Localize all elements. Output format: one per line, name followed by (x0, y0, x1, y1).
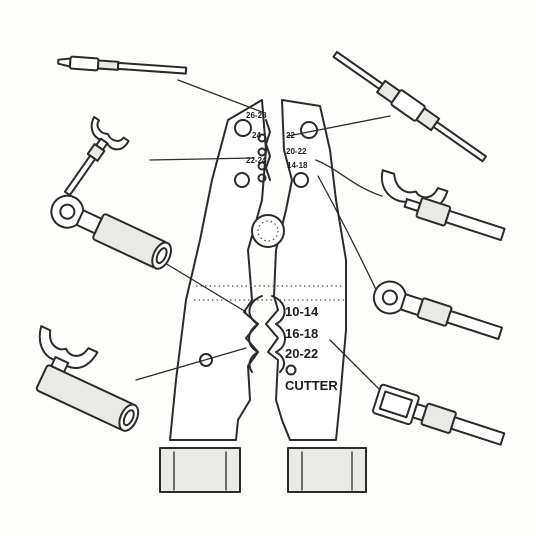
crimp-die-left (248, 295, 263, 373)
label-crimp-small: 26-28 (246, 111, 267, 120)
pivot-bolt (251, 214, 285, 248)
leader-ring-left (159, 259, 247, 313)
leader-spade-right (315, 159, 383, 197)
jaw-screw-right-top (300, 121, 318, 139)
left-grip (159, 447, 241, 493)
label-cutter: CUTTER (285, 378, 338, 393)
female-disconnect-terminal (372, 383, 506, 446)
label-crimp-d: 14-18 (287, 161, 308, 170)
label-crimp-c: 20-22 (286, 147, 307, 156)
crimping-pliers (159, 99, 367, 493)
pin-terminal (57, 55, 188, 75)
leader-butt-splice (287, 115, 391, 137)
right-grip (287, 447, 367, 493)
strip-hole-1 (257, 133, 267, 143)
label-die-small: 20-22 (285, 346, 318, 361)
label-die-large: 10-14 (285, 304, 319, 319)
jaw-screw-right-mid (293, 172, 309, 188)
label-crimp-b: 22 (286, 131, 295, 140)
label-crimp-e: 22-24 (246, 156, 267, 165)
pivot-bolt-ring (257, 220, 279, 242)
leader-ring-right (317, 175, 381, 299)
left-jaw (169, 99, 267, 441)
spade-terminal-right (380, 169, 506, 242)
label-crimp-a: 24 (252, 131, 261, 140)
grip-ribs (173, 451, 353, 491)
leader-small-spade (149, 157, 255, 161)
butt-splice (332, 50, 488, 163)
strip-hole-2 (257, 147, 267, 157)
spade-terminal-insulated-left (35, 325, 140, 432)
strip-hole-3 (257, 161, 267, 171)
ring-terminal-insulated-left (50, 194, 172, 270)
leader-disconnect (329, 339, 385, 395)
leader-pin-terminal (177, 79, 263, 113)
gauge-labels: 26-28 24 22 20-22 14-18 22-24 10-14 16-1… (246, 111, 338, 393)
leader-lines (135, 79, 391, 395)
leader-spade-left (135, 347, 247, 381)
stripping-notches (265, 119, 271, 181)
crimp-die-right (271, 295, 286, 373)
strip-hole-4 (257, 173, 267, 183)
ring-terminal-right (372, 280, 504, 341)
label-die-medium: 16-18 (285, 326, 318, 341)
cutter-marker (285, 364, 297, 376)
jaw-screw-left-mid (234, 172, 250, 188)
jaw-screw-left-top (234, 119, 252, 137)
small-spade-terminal (63, 115, 130, 197)
